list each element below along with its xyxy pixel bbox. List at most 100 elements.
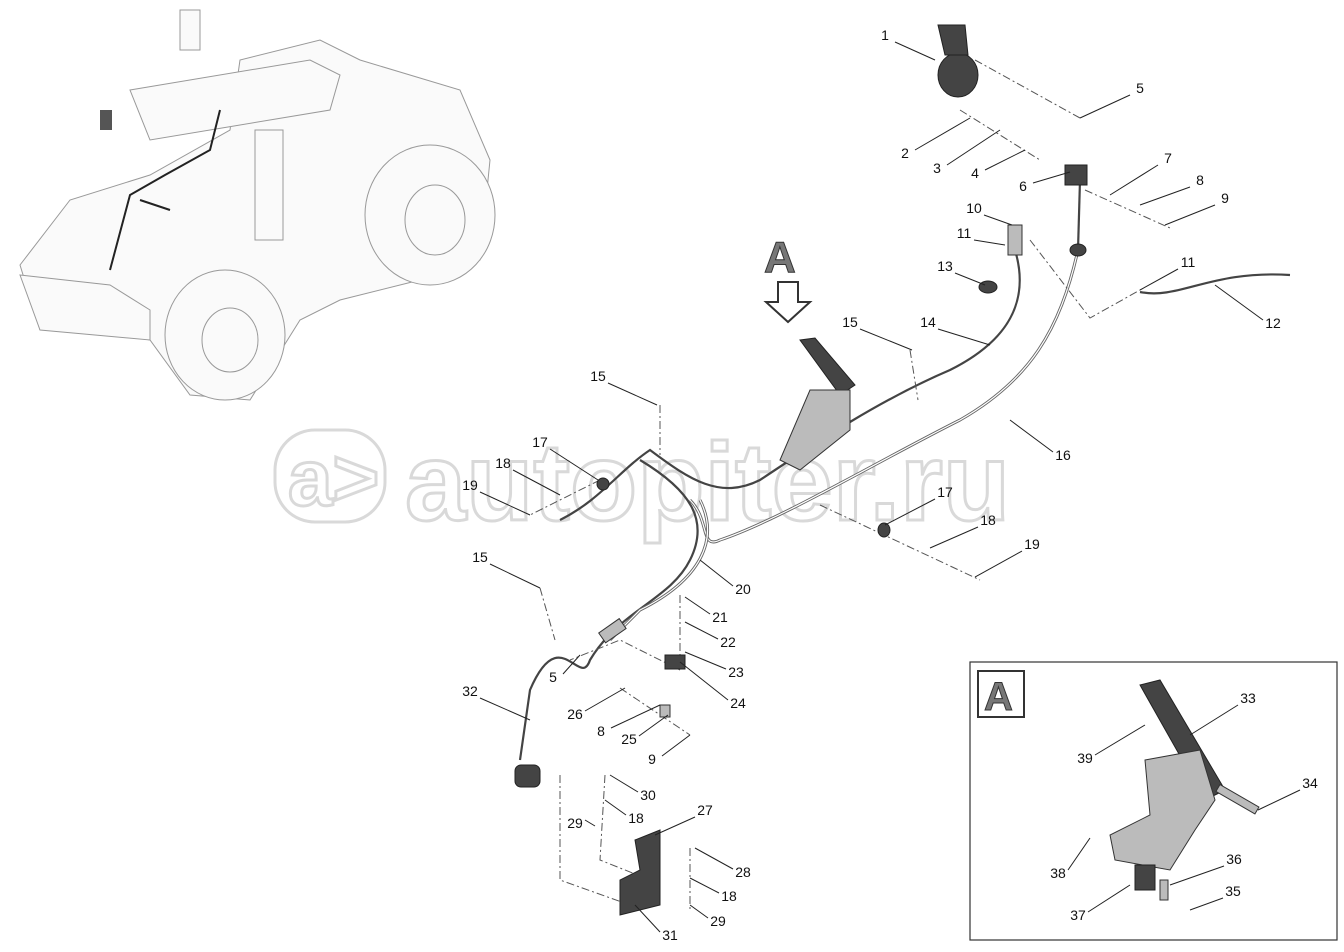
callout: 30 — [609, 774, 656, 803]
callout-number: 19 — [1024, 536, 1040, 552]
leader-line — [699, 559, 734, 587]
leader-line — [654, 816, 696, 836]
inset-marker-label: A — [984, 675, 1013, 719]
callout: 37 — [1070, 884, 1131, 923]
callout: 18 — [495, 455, 561, 496]
callout: 29 — [689, 904, 726, 929]
leader-line — [584, 819, 596, 827]
inset-callouts: 33 39 34 38 36 35 37 — [1050, 690, 1318, 923]
leader-line — [974, 550, 1023, 578]
callout-number: 34 — [1302, 775, 1318, 791]
leader-line — [684, 651, 727, 670]
callout-number: 36 — [1226, 851, 1242, 867]
leader-line — [1139, 186, 1191, 206]
leader-line — [661, 734, 691, 757]
callout: 31 — [634, 904, 678, 943]
leader-line — [638, 714, 669, 737]
callout-number: 28 — [735, 864, 751, 880]
callout-number: 31 — [662, 927, 678, 943]
callout: 27 — [654, 802, 713, 836]
callout: 7 — [1109, 150, 1172, 196]
callout: 6 — [1019, 171, 1071, 194]
callout-number: 17 — [937, 484, 953, 500]
leader-line — [1189, 897, 1224, 911]
callout-number: 12 — [1265, 315, 1281, 331]
leader-line — [954, 272, 986, 286]
leader-line — [694, 847, 734, 870]
callout-number: 38 — [1050, 865, 1066, 881]
leader-line — [859, 328, 913, 351]
view-marker: A — [763, 233, 813, 324]
leader-line — [1169, 865, 1225, 886]
callout: 18 — [604, 799, 644, 826]
callout-number: 33 — [1240, 690, 1256, 706]
callout-number: 6 — [1019, 178, 1027, 194]
callout: 4 — [971, 149, 1026, 181]
callout: 15 — [590, 368, 658, 406]
callout-number: 8 — [597, 723, 605, 739]
callout-number: 9 — [1221, 190, 1229, 206]
callout-number: 24 — [730, 695, 746, 711]
leader-line — [973, 239, 1006, 246]
watermark-logo: a> — [288, 433, 379, 522]
leader-line — [1189, 704, 1239, 736]
callout-number: 4 — [971, 165, 979, 181]
leader-line — [984, 149, 1026, 171]
callout-number: 16 — [1055, 447, 1071, 463]
callout: 15 — [472, 549, 541, 589]
view-marker-label: A — [764, 233, 796, 282]
callout-number: 20 — [735, 581, 751, 597]
leader-line — [684, 596, 711, 615]
callout: 8 — [1139, 172, 1204, 206]
callout-number: 8 — [1196, 172, 1204, 188]
callout: 2 — [901, 117, 971, 161]
leader-line — [1009, 419, 1054, 453]
callout: 10 — [966, 200, 1013, 226]
callout: 35 — [1189, 883, 1241, 911]
callout: 13 — [937, 258, 986, 286]
callout: 24 — [679, 661, 746, 711]
watermark: a> autopiter.ru — [273, 420, 1012, 546]
callout: 19 — [462, 477, 531, 516]
callout-number: 21 — [712, 609, 728, 625]
callout-number: 18 — [980, 512, 996, 528]
leader-line — [549, 448, 599, 481]
leader-line — [929, 526, 979, 549]
callout: 8 — [597, 704, 661, 739]
leader-line — [1257, 789, 1301, 811]
leader-line — [562, 654, 581, 675]
hand-throttle-part — [937, 52, 979, 98]
callout-number: 22 — [720, 634, 736, 650]
callout: 29 — [567, 815, 596, 831]
leader-line — [684, 621, 719, 640]
callout: 17 — [884, 484, 953, 526]
leader-line — [1094, 724, 1146, 756]
leader-line — [946, 129, 1001, 166]
callout: 11 — [957, 225, 1006, 246]
callout: 18 — [929, 512, 996, 549]
leader-line — [604, 799, 627, 816]
callout-number: 18 — [628, 810, 644, 826]
leader-line — [1032, 171, 1071, 184]
callout-number: 17 — [532, 434, 548, 450]
callout-number: 11 — [1181, 254, 1196, 270]
callout-number: 39 — [1077, 750, 1093, 766]
callout: 39 — [1077, 724, 1146, 766]
callout: 3 — [933, 129, 1001, 176]
leader-line — [584, 687, 626, 712]
callout-number: 7 — [1164, 150, 1172, 166]
leader-line — [1214, 284, 1264, 321]
callout: 22 — [684, 621, 736, 650]
leader-line — [1164, 204, 1216, 226]
callout-number: 26 — [567, 706, 583, 722]
callout-number: 29 — [710, 913, 726, 929]
callout: 26 — [567, 687, 626, 722]
callout: 1 — [881, 27, 936, 61]
callout-number: 30 — [640, 787, 656, 803]
callout: 21 — [684, 596, 728, 625]
leader-line — [489, 563, 541, 589]
callout: 14 — [920, 314, 991, 346]
callout-number: 35 — [1225, 883, 1241, 899]
callout-number: 25 — [621, 731, 637, 747]
leader-line — [1109, 164, 1159, 196]
